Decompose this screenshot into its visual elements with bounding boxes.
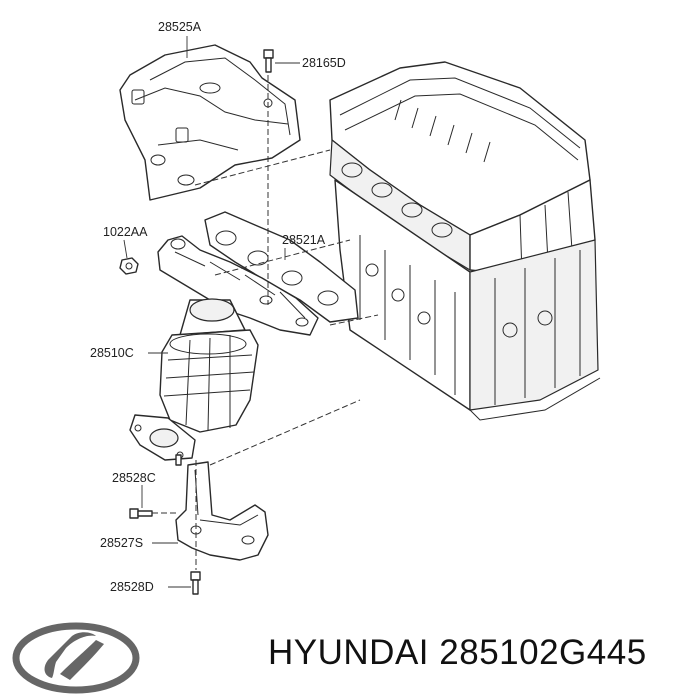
label-bolt-top: 28165D [302, 56, 346, 70]
bolt-mid [129, 508, 153, 519]
product-caption: HYUNDAI 285102G445 [268, 633, 647, 673]
brand-name: HYUNDAI [268, 633, 430, 672]
label-bolt-mid: 28528C [112, 471, 156, 485]
label-heat-shield: 28525A [158, 20, 202, 34]
label-bolt-bottom: 28528D [110, 580, 154, 594]
nut [119, 257, 139, 275]
bolt-bottom [190, 571, 201, 595]
engine-block [329, 61, 601, 421]
part-number: 285102G445 [439, 633, 647, 672]
label-gasket: 28521A [282, 233, 326, 247]
exhaust-manifold [129, 235, 319, 466]
part-labels: 28525A 28165D 1022AA 28521A 28510C 28528… [90, 20, 346, 594]
bolt-top [263, 49, 274, 73]
alignment-lines [152, 75, 379, 570]
bracket [175, 461, 269, 561]
gasket [204, 211, 359, 323]
heat-shield [119, 44, 301, 201]
hyundai-logo-icon [12, 622, 140, 694]
leader-lines [123, 36, 300, 588]
label-manifold: 28510C [90, 346, 134, 360]
label-bracket: 28527S [100, 536, 143, 550]
label-nut: 1022AA [103, 225, 148, 239]
